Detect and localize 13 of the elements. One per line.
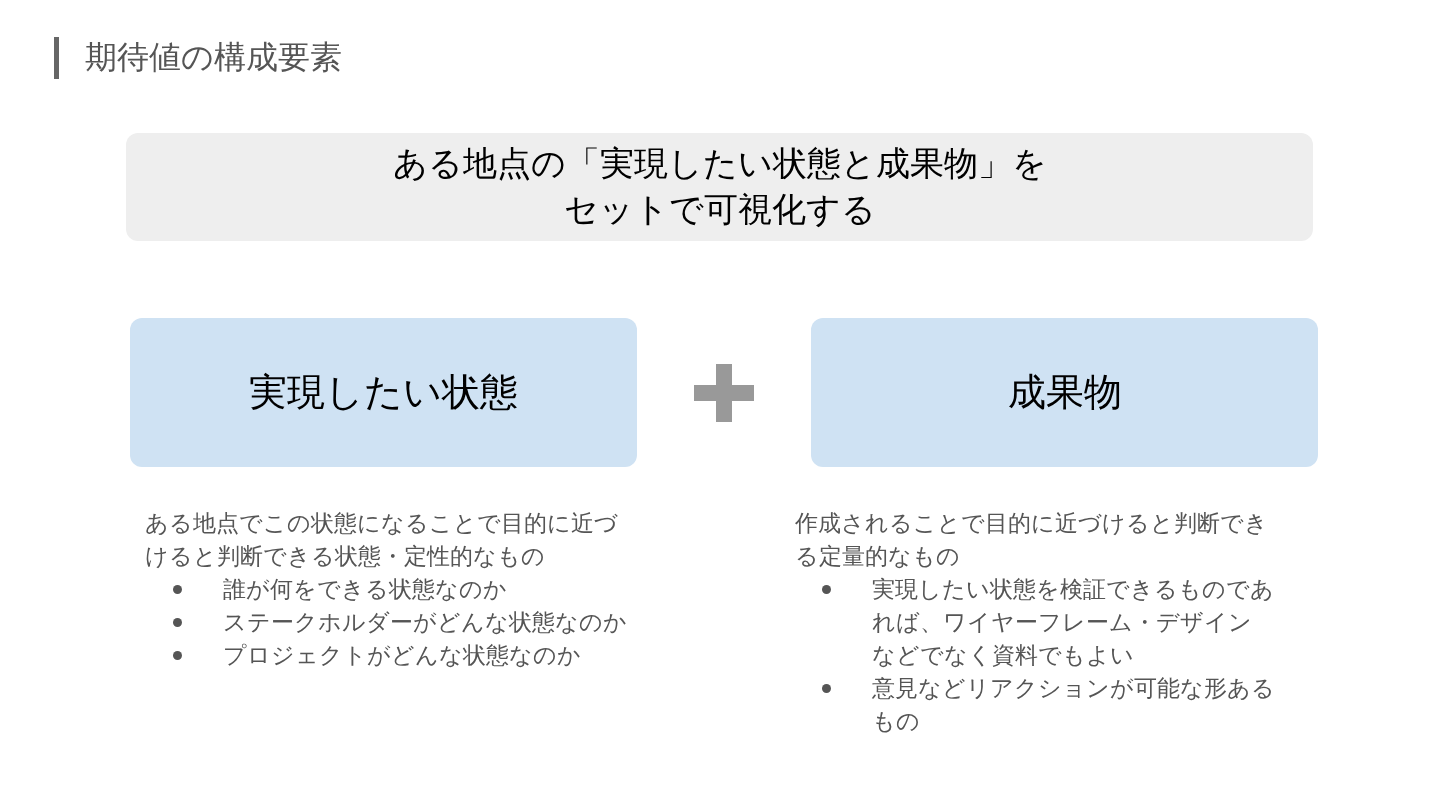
box-text: 成果物 [1007, 368, 1122, 416]
bullet-text: ステークホルダーがどんな状態なのか [223, 608, 628, 637]
box-text: 実現したい状態 [249, 368, 518, 416]
box-text: ある地点の「実現したい状態と成果物」をセットで可視化する [391, 142, 1048, 231]
concept-box [130, 318, 637, 467]
bullet-text: 誰が何をできる状態なのか [223, 575, 508, 604]
slide-title: 期待値の構成要素 [85, 37, 342, 78]
description-text: ある地点でこの状態になることで目的に近づけると判断できる状態・定性的なもの [145, 509, 619, 571]
bullet-text: プロジェクトがどんな状態なのか [223, 641, 582, 670]
bullet-text: 意見などリアクションが可能な形あるもの [872, 674, 1275, 736]
description-text: 作成されることで目的に近づけると判断できる定量的なもの [795, 509, 1269, 571]
bullet-text: 実現したい状態を検証できるものであれば、ワイヤーフレーム・デザインなどでなく資料でもよい [872, 575, 1275, 670]
concept-box [811, 318, 1318, 467]
